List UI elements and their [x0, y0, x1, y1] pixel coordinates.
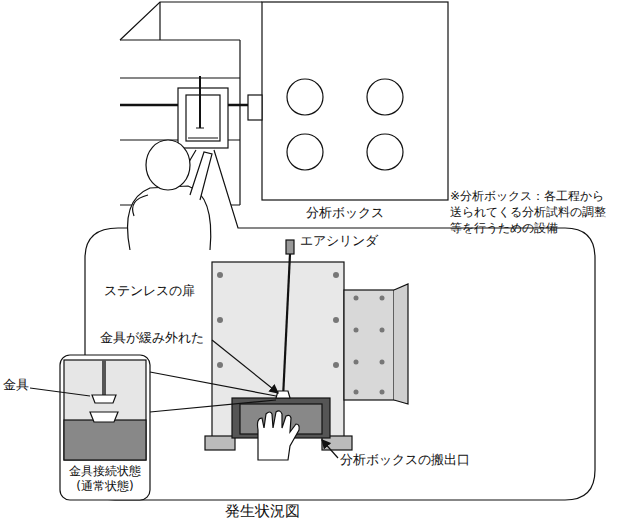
part-name: 金具 [3, 377, 29, 393]
part-name: エアシリンダ [298, 233, 380, 249]
inset-frame: 金具接続状態 (通常状態) [60, 355, 150, 500]
figure-caption: 発生状況図 [225, 502, 300, 521]
part-name: ステンレスの扉 [104, 283, 195, 299]
annotation-text: 金具が緩み外れた [100, 330, 204, 346]
inset-caption: 金具接続状態 (通常状態) [64, 464, 146, 495]
note-text: ※分析ボックス：各工程から 送られてくる分析試料の調整 等を行うための設備 [450, 188, 610, 237]
part-name: 分析ボックスの搬出口 [340, 452, 470, 468]
part-name: 分析ボックス [306, 205, 384, 221]
